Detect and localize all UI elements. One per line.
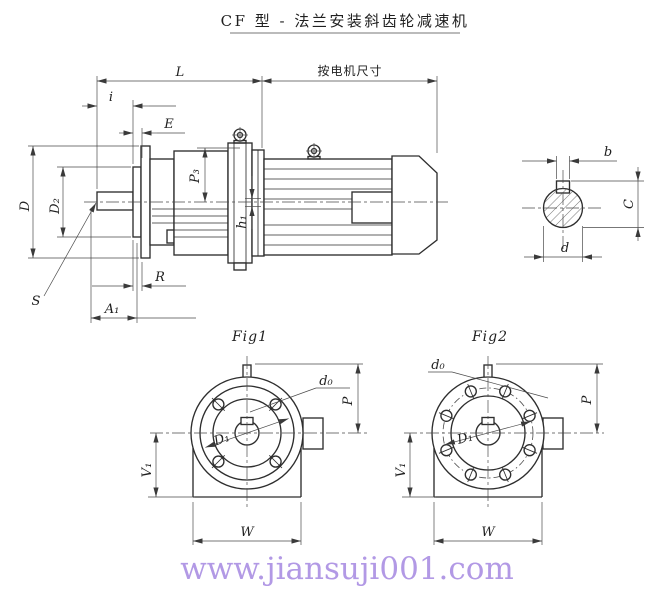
fig2-view: Fig2 V₁ W — [394, 329, 604, 545]
fig1-side-boss — [302, 417, 324, 450]
dim-label-E: E — [163, 117, 174, 132]
dim-label-d: d — [561, 241, 569, 256]
gear-housing-steps — [152, 208, 228, 238]
drawing-title: CF 型 - 法兰安装斜齿轮减速机 — [221, 12, 470, 30]
fig1-dim-P: P — [341, 396, 356, 406]
dim-label-R: R — [154, 270, 165, 285]
dim-label-D: D — [18, 200, 33, 212]
fan-cowl — [391, 155, 438, 255]
dim-label-P3: P₃ — [188, 169, 203, 184]
fig1-caption: Fig1 — [231, 329, 268, 345]
fig2-caption: Fig2 — [471, 329, 508, 345]
motor-body — [263, 158, 393, 256]
dim-label-D2: D₂ — [48, 198, 63, 215]
fig2-dim-W: W — [481, 525, 496, 540]
fig2-dim-V1: V₁ — [394, 463, 409, 478]
fig2-dim-D1: D₁ — [455, 429, 475, 448]
motor-eyebolt — [306, 143, 322, 160]
dim-label-L: L — [175, 65, 185, 80]
side-view-dimensions: L 按电机尺寸 i E D D₂ P₃ h₁ — [18, 64, 438, 323]
fig1-dim-d0: d₀ — [319, 374, 333, 389]
housing-foot — [233, 262, 247, 271]
housing-tab — [166, 229, 175, 244]
fig1-dim-V1: V₁ — [140, 463, 155, 478]
fig1-dim-D1: D₁ — [211, 430, 232, 450]
fig1-bolt-holes — [211, 397, 283, 469]
dim-label-C: C — [622, 199, 637, 209]
gearbox-eyebolt — [232, 127, 248, 144]
dim-label-S: S — [32, 294, 41, 309]
dim-label-motor-extent: 按电机尺寸 — [317, 64, 382, 78]
shaft-section-view: b C d — [522, 145, 644, 262]
terminal-box — [351, 191, 393, 224]
gear-housing — [173, 150, 229, 256]
side-view — [84, 127, 448, 271]
watermark: www.jiansuji001.com — [180, 551, 514, 587]
fig2-bolt-holes — [438, 383, 538, 483]
fig2-dim-P: P — [580, 395, 595, 405]
fig2-side-boss — [542, 417, 564, 450]
fig2-dim-d0: d₀ — [431, 358, 445, 373]
dim-label-i: i — [109, 90, 113, 105]
dim-label-A1: A₁ — [104, 302, 120, 317]
fig1-view: Fig1 V₁ W P — [140, 329, 369, 545]
output-shaft — [96, 191, 134, 211]
dim-label-b: b — [604, 145, 612, 160]
input-flange-plate — [227, 142, 253, 264]
fig1-dim-W: W — [240, 525, 255, 540]
dim-label-h1: h₁ — [235, 215, 250, 229]
